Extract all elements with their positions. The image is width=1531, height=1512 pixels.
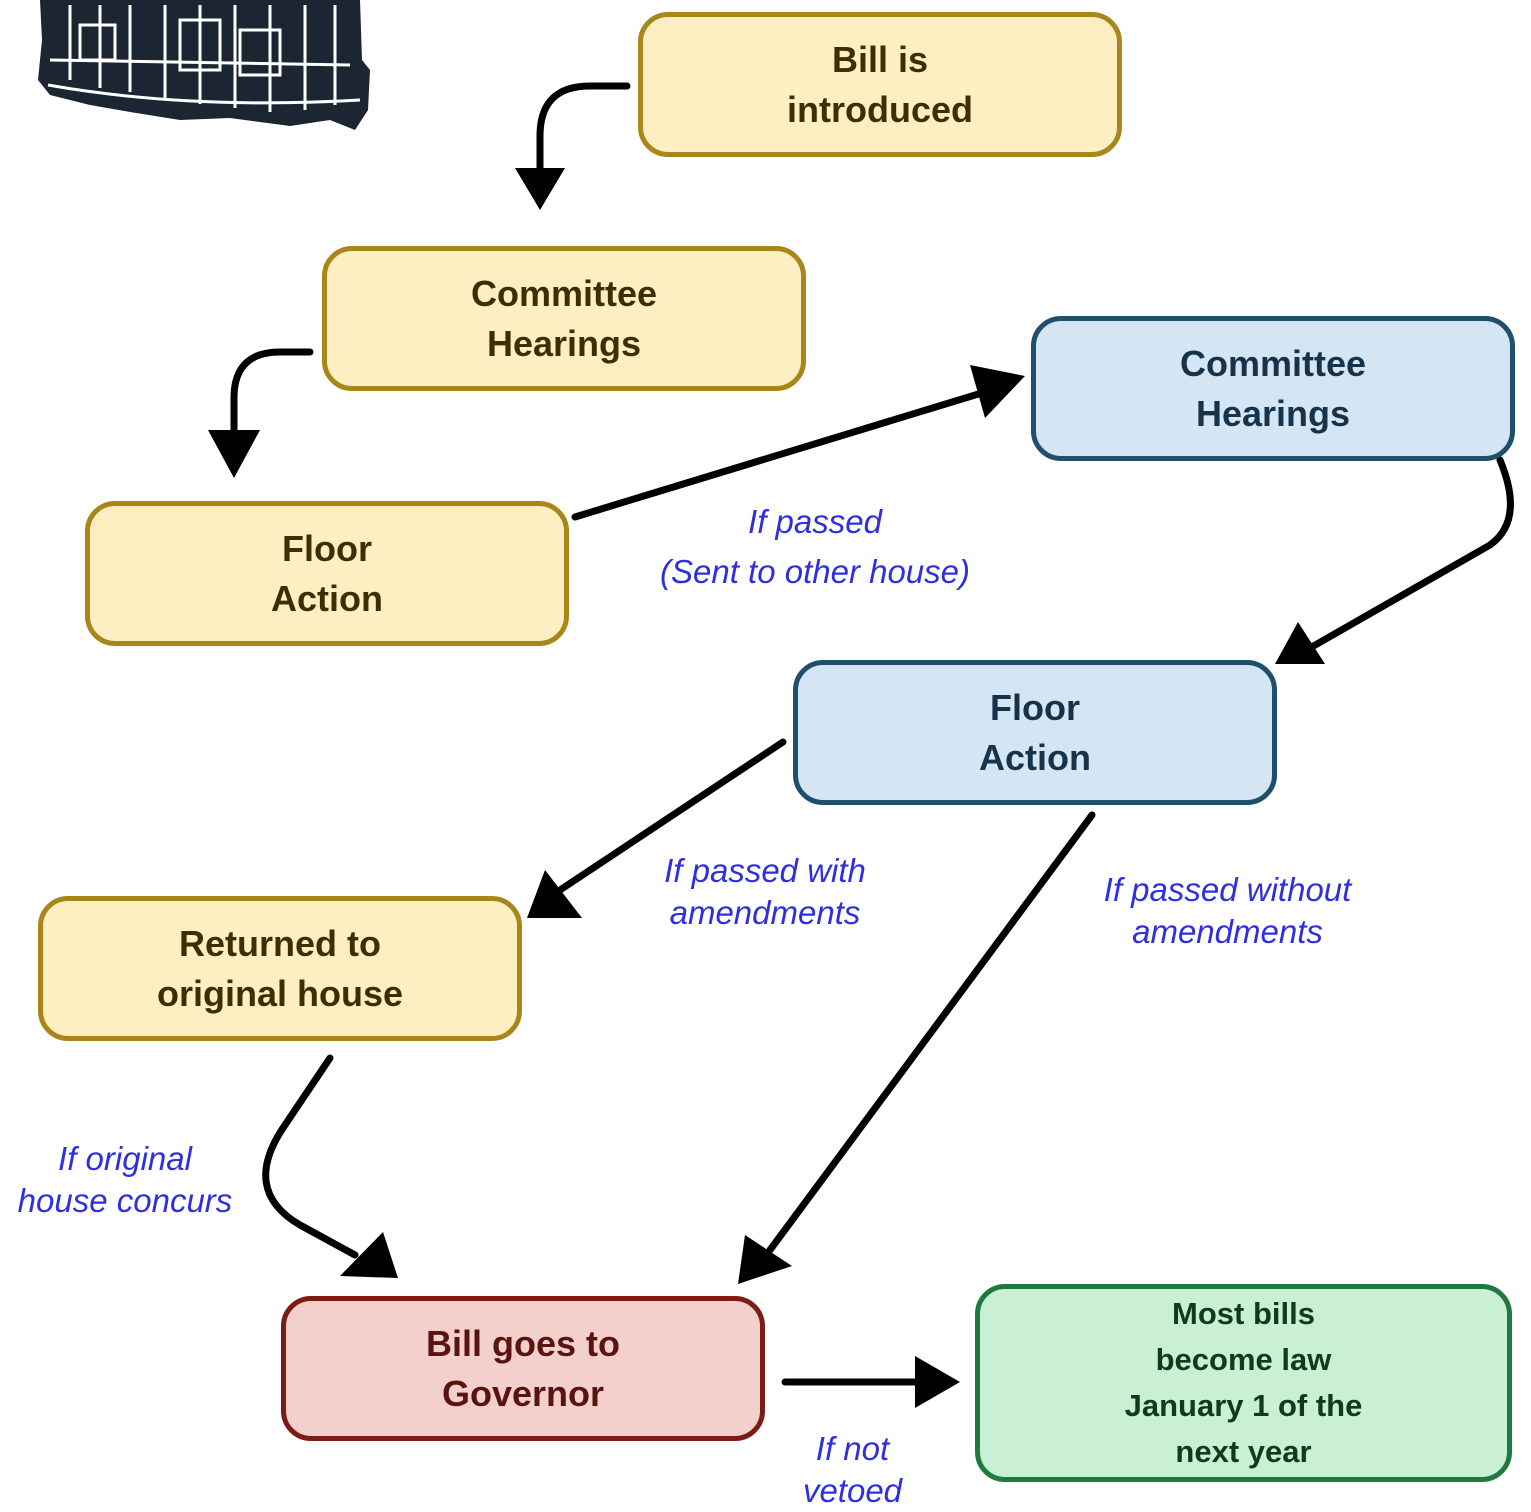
label-passed-without-amendments: If passed without amendments xyxy=(1103,871,1352,950)
arrowhead-8 xyxy=(915,1356,960,1408)
arrow-committee2-to-floor2 xyxy=(1306,456,1514,652)
returned-to-original-house-node: Returned to original house xyxy=(38,896,522,1041)
committee-hearings-node-house-2: Committee Hearings xyxy=(1031,316,1515,461)
arrowhead-6 xyxy=(738,1235,792,1284)
label-sent-to-other-house: If passed (Sent to other house) xyxy=(659,503,971,590)
label-not-vetoed: If not vetoed xyxy=(802,1430,903,1509)
floor-action-node-house-1: Floor Action xyxy=(85,501,569,646)
label-passed-with-amendments: If passed with amendments xyxy=(664,852,866,931)
floor-action-node-house-2: Floor Action xyxy=(793,660,1277,805)
arrow-floor2-to-returned xyxy=(556,738,787,894)
arrowhead-2 xyxy=(208,430,260,478)
arrowhead-1 xyxy=(515,168,565,210)
governor-node: Bill goes to Governor xyxy=(281,1296,765,1441)
arrowhead-7 xyxy=(340,1232,398,1278)
arrow-committee-to-floor xyxy=(230,348,314,439)
arrow-returned-to-governor xyxy=(262,1054,359,1259)
arrow-floor-to-other-committee xyxy=(571,388,989,521)
arrow-introduced-to-committee xyxy=(536,82,631,174)
arrowhead-5 xyxy=(527,870,582,918)
arrowhead-4 xyxy=(1275,622,1325,664)
capitol-building-icon xyxy=(38,0,370,130)
bill-introduced-node: Bill is introduced xyxy=(638,12,1122,157)
committee-hearings-node-house-1: Committee Hearings xyxy=(322,246,806,391)
label-original-house-concurs: If original house concurs xyxy=(17,1140,233,1219)
arrowhead-3 xyxy=(970,365,1025,418)
arrow-floor2-to-governor xyxy=(766,811,1096,1254)
becomes-law-node: Most bills become law January 1 of the n… xyxy=(975,1284,1512,1482)
